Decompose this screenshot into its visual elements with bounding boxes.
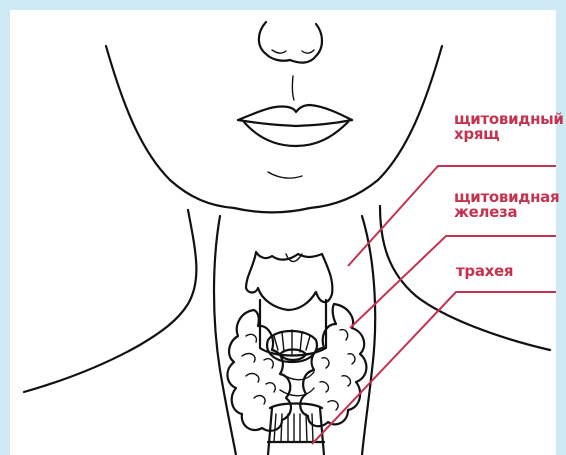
chin [234, 208, 310, 213]
neck-drawing [10, 10, 556, 455]
label-thyroid-gland-line-2: железа [454, 205, 559, 220]
nostril-right [302, 50, 314, 53]
anatomy-illustration: щитовидный хрящ щитовидная железа трахея [10, 10, 556, 455]
label-thyroid-cartilage-line-2: хрящ [454, 127, 564, 142]
philtrum [292, 76, 294, 100]
label-trachea-line-1: трахея [456, 264, 513, 279]
leader-trachea [312, 292, 556, 444]
trachea-top-ring [270, 404, 322, 409]
label-thyroid-gland: щитовидная железа [454, 190, 559, 220]
nose [259, 22, 322, 63]
mouth-line [238, 120, 352, 126]
thyroid-isthmus [280, 372, 314, 396]
thyroid-lobe-left-texture [242, 334, 275, 404]
label-thyroid-cartilage: щитовидный хрящ [454, 112, 564, 142]
label-trachea: трахея [456, 264, 513, 279]
face-outline-left [106, 46, 234, 208]
nostril-left [272, 50, 286, 53]
neck-inner-left [214, 216, 236, 455]
chin-crease [268, 172, 302, 178]
neck-left [24, 210, 196, 392]
leader-thyroid-gland [350, 236, 556, 328]
upper-lip [238, 105, 352, 120]
neck-inner-right [362, 216, 375, 455]
